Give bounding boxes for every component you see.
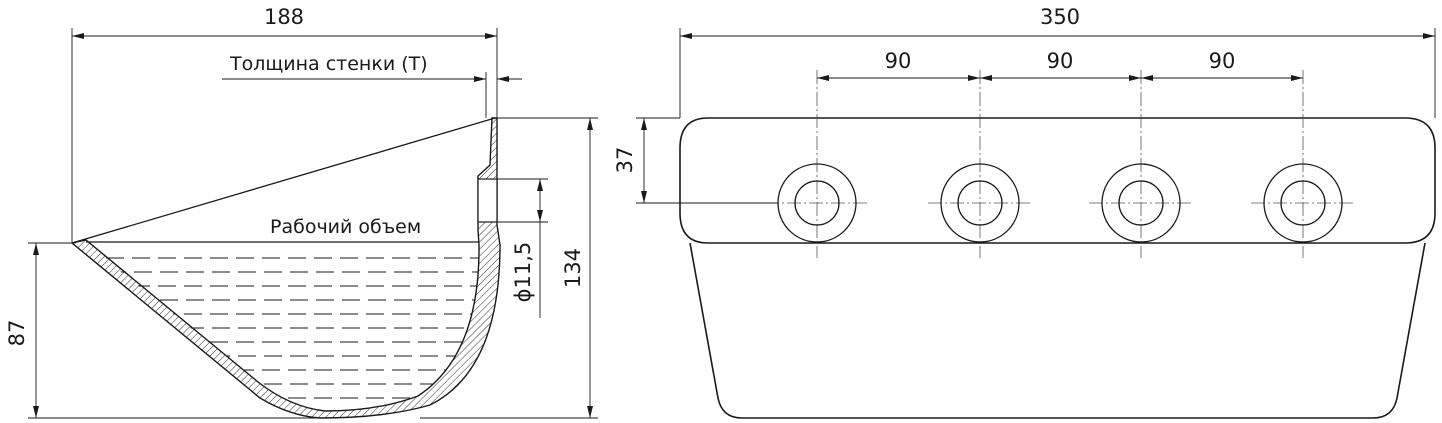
hole-4	[1263, 163, 1343, 243]
fill-height-dim-value: 87	[5, 320, 29, 347]
wall-thickness-label: Толщина стенки (T)	[229, 53, 428, 75]
pitch-dim-value-3: 90	[1209, 49, 1236, 73]
hole-3	[1101, 163, 1181, 243]
hole-2	[940, 163, 1020, 243]
pitch-dim-value-1: 90	[885, 49, 912, 73]
front-view: 350 90 90 90	[613, 5, 1436, 419]
width-dim-value: 188	[264, 5, 304, 29]
front-width-dim-value: 350	[1040, 5, 1080, 29]
bucket-body	[689, 242, 1426, 419]
liquid-dashes	[86, 257, 480, 399]
hole-diameter-value: ϕ11,5	[511, 242, 535, 303]
back-plate	[679, 117, 1436, 244]
mounting-hole-section	[477, 178, 498, 223]
side-view: 188 Толщина стенки (T) Рабочий объем ϕ11…	[5, 5, 598, 419]
height-dim-value: 134	[561, 248, 585, 288]
bucket-wall-section	[70, 117, 501, 419]
working-volume-label: Рабочий объем	[270, 216, 421, 238]
hole-offset-dim-value: 37	[613, 147, 637, 174]
bucket-top-edge	[71, 117, 496, 244]
pitch-dim-value-2: 90	[1047, 49, 1074, 73]
